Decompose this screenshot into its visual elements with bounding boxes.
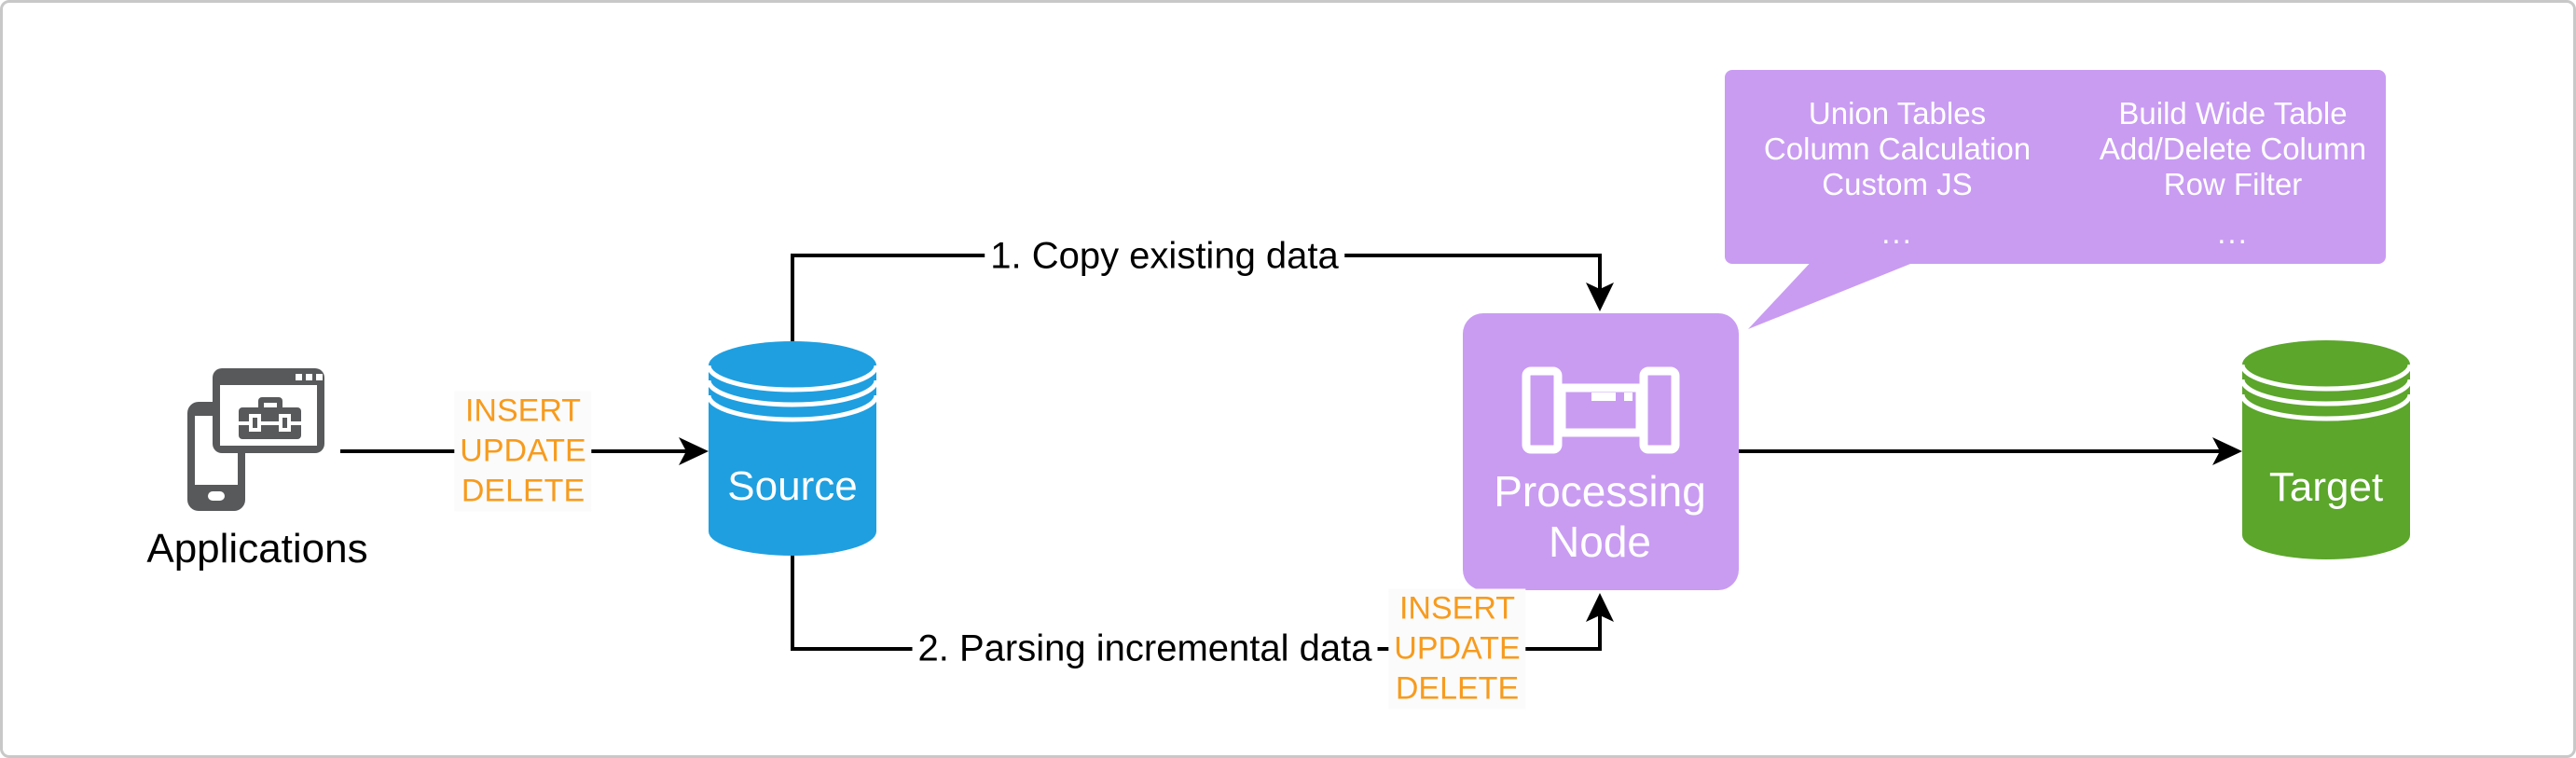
callout-bubble	[1725, 70, 2386, 329]
parsing-incremental-data-label: 2. Parsing incremental data	[912, 627, 1378, 670]
callout-left-column: Union Tables Column Calculation Custom J…	[1764, 96, 2031, 251]
callout-item: Add/Delete Column	[2099, 131, 2367, 166]
pipeline-node-icon	[1522, 366, 1680, 454]
processing-node-label-line2: Node	[1549, 517, 1651, 566]
arrowhead-up-icon	[1586, 593, 1614, 622]
callout-ellipsis: ...	[2217, 215, 2249, 250]
crud-right-insert: INSERT	[1388, 588, 1526, 629]
target-label: Target	[2268, 464, 2384, 510]
callout-ellipsis: ...	[1881, 215, 1913, 250]
crud-label-left: INSERT UPDATE DELETE	[454, 391, 592, 512]
callout-item: Column Calculation	[1763, 131, 2032, 166]
crud-left-delete: DELETE	[454, 471, 592, 512]
copy-existing-data-label: 1. Copy existing data	[985, 235, 1344, 278]
processing-node-label-line1: Processing	[1494, 467, 1706, 516]
callout-item: Build Wide Table	[2118, 96, 2348, 131]
source-database-cylinder	[706, 341, 879, 556]
applications-label: Applications	[146, 526, 368, 572]
callout-item: Union Tables	[1808, 96, 1987, 131]
crud-label-right: INSERT UPDATE DELETE	[1388, 588, 1526, 710]
arrowhead-right-icon	[2212, 437, 2242, 465]
diagram-shapes	[187, 70, 2413, 651]
callout-right-column: Build Wide Table Add/Delete Column Row F…	[2100, 96, 2366, 251]
target-database-cylinder	[2239, 340, 2413, 559]
phone-browser-toolbox-icon	[187, 368, 324, 511]
edge-processing-to-target	[1739, 437, 2242, 465]
processing-node-label: Processing Node	[1494, 466, 1706, 567]
callout-item: Custom JS	[1822, 167, 1973, 201]
arrowhead-right-icon	[679, 437, 709, 465]
crud-right-update: UPDATE	[1388, 628, 1526, 669]
crud-left-update: UPDATE	[454, 431, 592, 472]
crud-left-insert: INSERT	[454, 391, 592, 432]
crud-right-delete: DELETE	[1388, 668, 1526, 710]
source-label: Source	[727, 463, 858, 509]
arrowhead-down-icon	[1586, 283, 1614, 311]
callout-item: Row Filter	[2163, 167, 2303, 201]
processing-node-box	[1463, 313, 1739, 590]
